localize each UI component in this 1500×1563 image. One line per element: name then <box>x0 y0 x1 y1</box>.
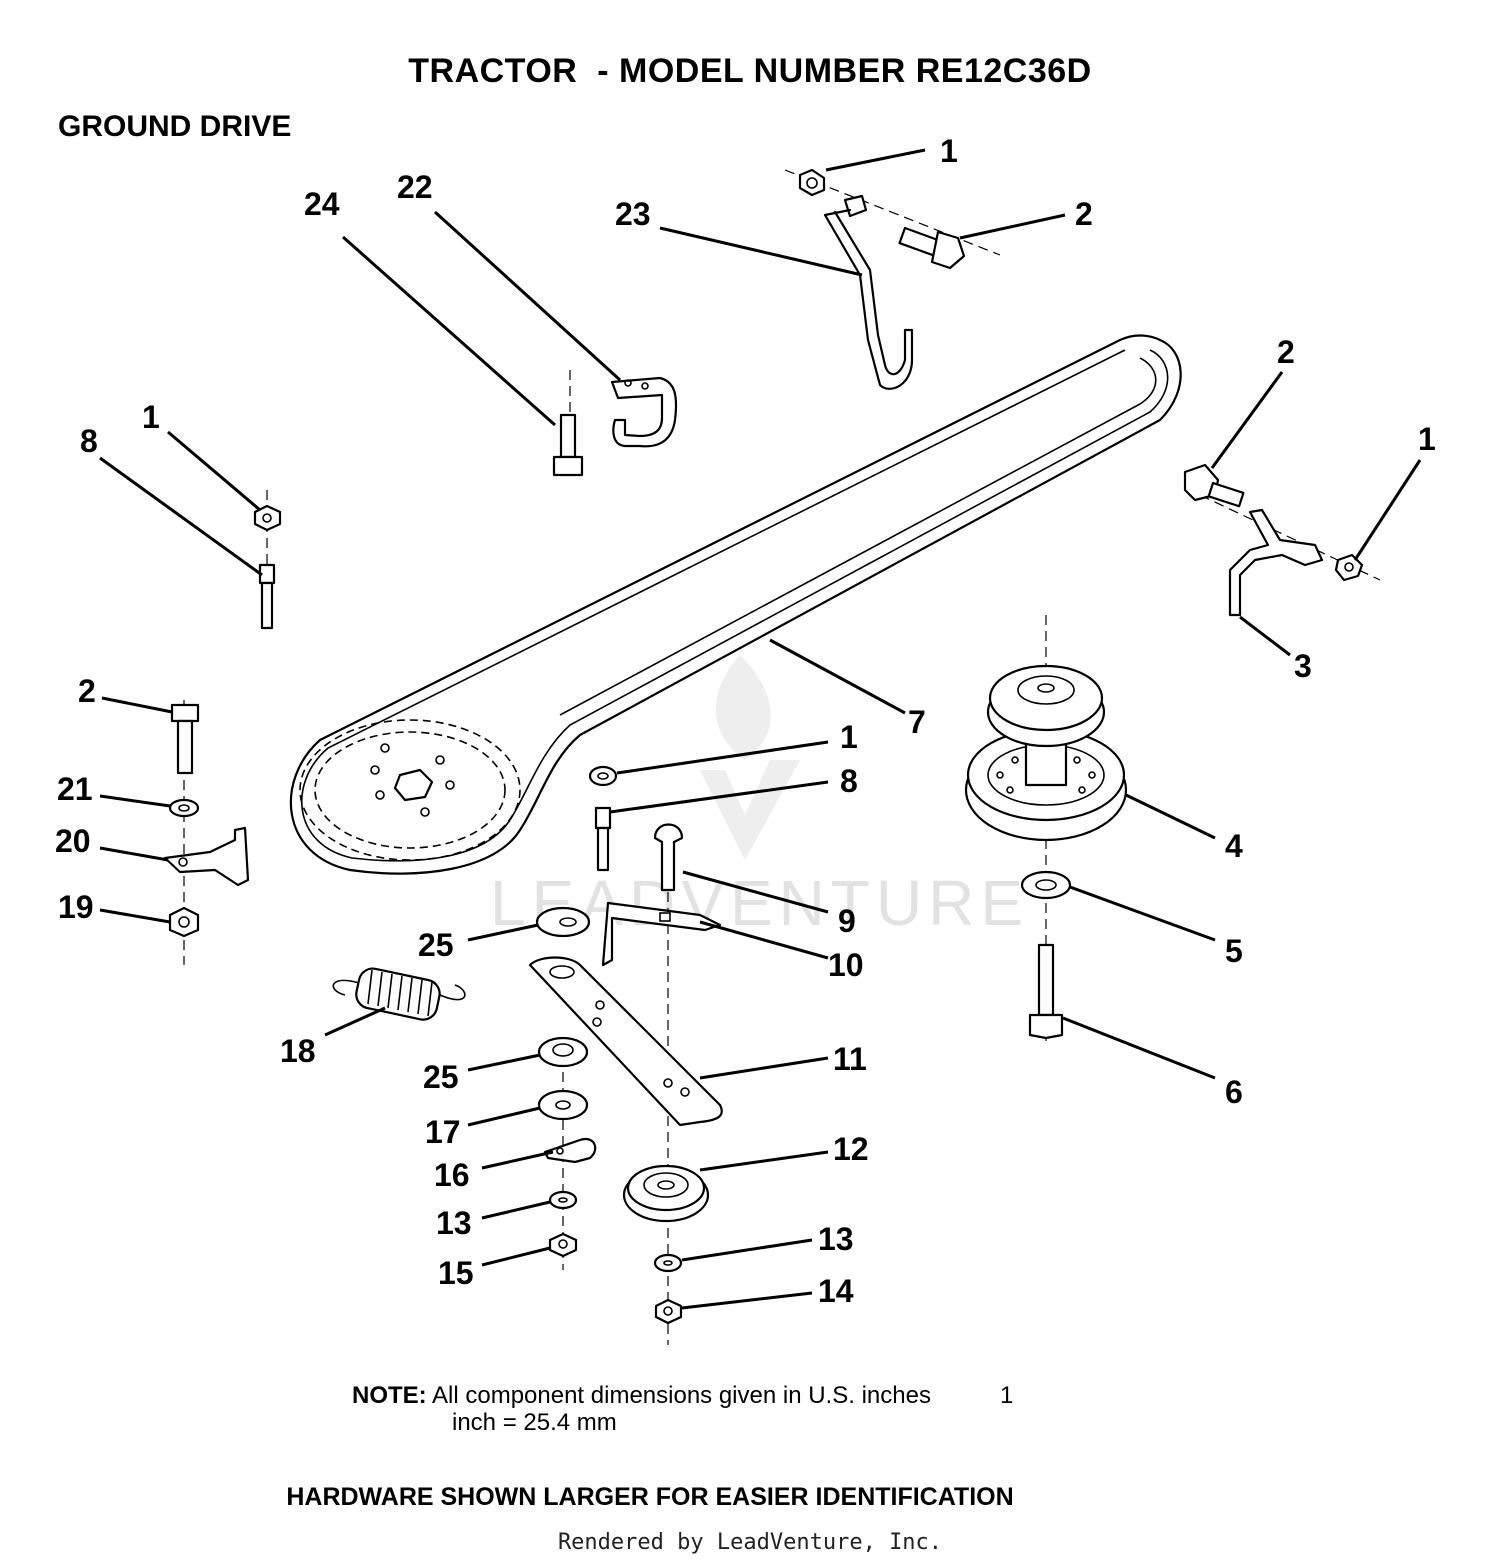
bolt-24 <box>552 413 584 477</box>
footer-credit: Rendered by LeadVenture, Inc. <box>557 1530 943 1555</box>
callout-3: 3 <box>1294 648 1312 684</box>
callout-6: 6 <box>1225 1074 1243 1110</box>
idler-pulley <box>622 1164 710 1223</box>
callout-24: 24 <box>304 186 340 222</box>
lock-washer <box>1020 870 1072 900</box>
callout-4: 4 <box>1225 828 1243 864</box>
callout-1-right: 1 <box>1418 421 1436 457</box>
double-pulley <box>964 615 1128 1045</box>
pulley-bolt <box>1028 943 1064 1040</box>
leader-lines <box>99 148 1422 1310</box>
callout-11: 11 <box>833 1041 867 1077</box>
note-label: NOTE: <box>352 1382 427 1409</box>
note-number: 1 <box>1000 1382 1014 1409</box>
callout-2-right: 2 <box>1277 334 1295 370</box>
dimension-note: NOTE: All component dimensions given in … <box>352 1382 1013 1436</box>
lower-right-hardware <box>653 1253 683 1325</box>
callout-23: 23 <box>615 196 651 232</box>
nut-top <box>798 168 826 197</box>
callout-12: 12 <box>833 1131 869 1167</box>
bolt-top <box>898 226 966 270</box>
callout-7: 7 <box>908 704 926 740</box>
callout-16: 16 <box>434 1157 470 1193</box>
belt-guide-top <box>784 168 1001 390</box>
callout-8-left: 8 <box>80 423 98 459</box>
shoulder-bolt-left <box>258 563 276 630</box>
note-text: All component dimensions given in U.S. i… <box>432 1382 931 1409</box>
callout-13-left: 13 <box>436 1205 472 1241</box>
callout-1-mid: 1 <box>840 719 858 755</box>
callout-22: 22 <box>397 169 433 205</box>
spring <box>332 967 466 1021</box>
idler-bracket <box>601 901 722 967</box>
callout-9: 9 <box>838 903 856 939</box>
callout-19: 19 <box>58 889 94 925</box>
callout-2-top: 2 <box>1075 196 1093 232</box>
callout-13-right: 13 <box>818 1221 854 1257</box>
belt-guide-right <box>1183 463 1381 617</box>
callout-17: 17 <box>425 1114 461 1150</box>
callout-21: 21 <box>57 771 93 807</box>
belt-guide-22 <box>552 370 678 477</box>
callout-1-left: 1 <box>142 399 160 435</box>
note-line2: inch = 25.4 mm <box>452 1409 617 1436</box>
callout-8-mid: 8 <box>840 763 858 799</box>
page-title: TRACTOR - MODEL NUMBER RE12C36D <box>408 52 1092 90</box>
callout-18: 18 <box>280 1033 316 1069</box>
drive-pulley <box>299 719 521 861</box>
callout-20: 20 <box>55 823 91 859</box>
parts-diagram: LEADVENTURE <box>55 133 1436 1345</box>
callout-5: 5 <box>1225 933 1243 969</box>
drive-belt <box>289 334 1182 875</box>
washer-25-top <box>535 906 591 938</box>
callout-25-bottom: 25 <box>423 1059 459 1095</box>
section-title: GROUND DRIVE <box>58 110 292 143</box>
lower-left-stack <box>537 1036 597 1270</box>
callout-2-left: 2 <box>78 673 96 709</box>
callout-numbers: 1 2 23 22 24 2 1 3 1 8 2 21 20 19 7 1 8 … <box>55 133 1436 1309</box>
nut-mid <box>588 765 618 872</box>
callout-10: 10 <box>828 947 864 983</box>
callout-15: 15 <box>438 1255 474 1291</box>
callout-14: 14 <box>818 1273 854 1309</box>
hardware-note: HARDWARE SHOWN LARGER FOR EASIER IDENTIF… <box>286 1483 1014 1511</box>
callout-25-top: 25 <box>418 927 454 963</box>
left-bracket-stack <box>163 700 250 965</box>
idler-arm <box>528 956 723 1127</box>
callout-1-top: 1 <box>940 133 958 169</box>
